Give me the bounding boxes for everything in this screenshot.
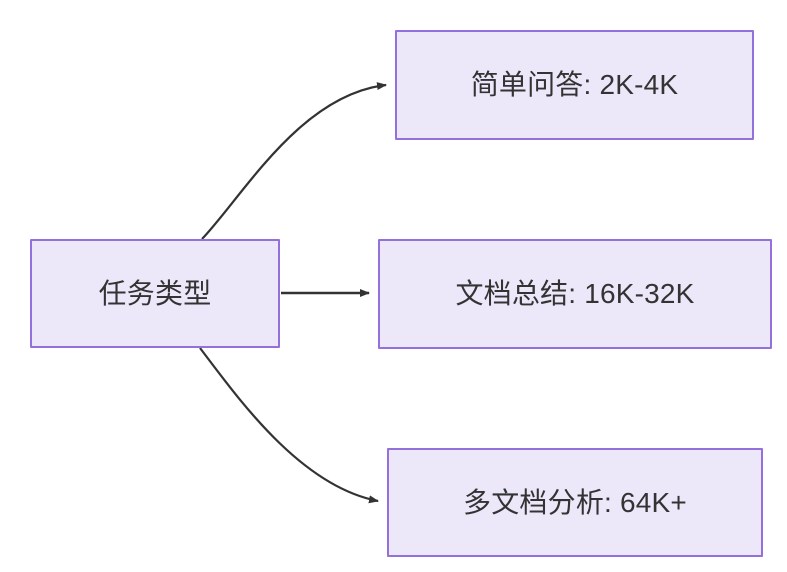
- node-doc-summary[interactable]: 文档总结: 16K-32K: [378, 239, 772, 349]
- node-multi-doc[interactable]: 多文档分析: 64K+: [387, 448, 763, 557]
- edge-root-to-simple-qa: [201, 82, 387, 240]
- node-task-type[interactable]: 任务类型: [30, 239, 280, 348]
- node-simple-qa-label: 简单问答: 2K-4K: [470, 69, 679, 101]
- node-doc-summary-label: 文档总结: 16K-32K: [455, 278, 695, 310]
- node-multi-doc-label: 多文档分析: 64K+: [463, 486, 687, 518]
- edge-root-to-multi-doc: [199, 347, 379, 504]
- node-task-type-label: 任务类型: [98, 277, 212, 309]
- node-simple-qa[interactable]: 简单问答: 2K-4K: [395, 30, 754, 140]
